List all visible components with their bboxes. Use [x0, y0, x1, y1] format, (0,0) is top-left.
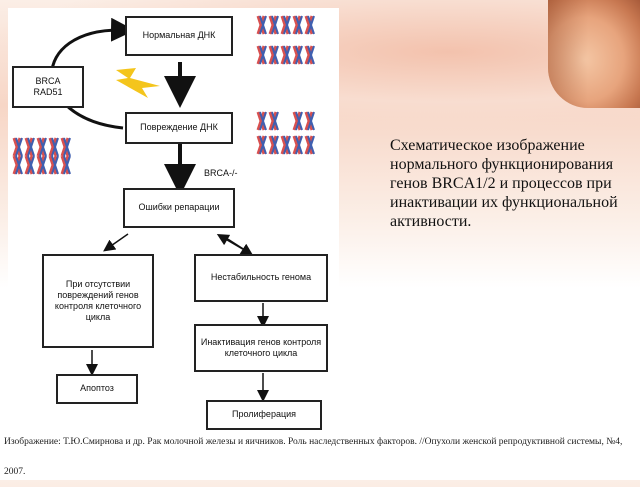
node-dna-damage: Повреждение ДНК — [125, 112, 233, 144]
node-repair-errors: Ошибки репарации — [123, 188, 235, 228]
brca-minus-label: BRCA-/- — [204, 168, 238, 178]
dna-helix-icon-row-2 — [256, 44, 316, 66]
dna-helix-icon-row-3 — [256, 110, 316, 132]
dna-helix-icon-row-1 — [256, 14, 316, 36]
node-inactivation: Инактивация генов контроля клеточного ци… — [194, 324, 328, 372]
node-genome-instability: Нестабильность генома — [194, 254, 328, 302]
brca-diagram: Нормальная ДНК BRCA RAD51 Повреждение ДН… — [8, 8, 339, 433]
lightning-bolt-icon — [116, 68, 160, 98]
node-no-damage-control: При отсутствии повреждений генов контрол… — [42, 254, 154, 348]
diagram-connectors — [12, 14, 316, 402]
corner-photo — [548, 0, 640, 108]
image-source-citation: Изображение: Т.Ю.Смирнова и др. Рак моло… — [4, 437, 623, 477]
corner-photo-shadow — [548, 0, 588, 108]
node-apoptosis: Апоптоз — [56, 374, 138, 404]
node-normal-dna: Нормальная ДНК — [125, 16, 233, 56]
node-proliferation: Пролиферация — [206, 400, 322, 430]
dna-helix-icon-left — [12, 136, 72, 176]
node-brca-rad51: BRCA RAD51 — [12, 66, 84, 108]
dna-helix-icon-row-4 — [256, 134, 316, 156]
slide-caption: Схематическое изображение нормального фу… — [390, 137, 618, 230]
